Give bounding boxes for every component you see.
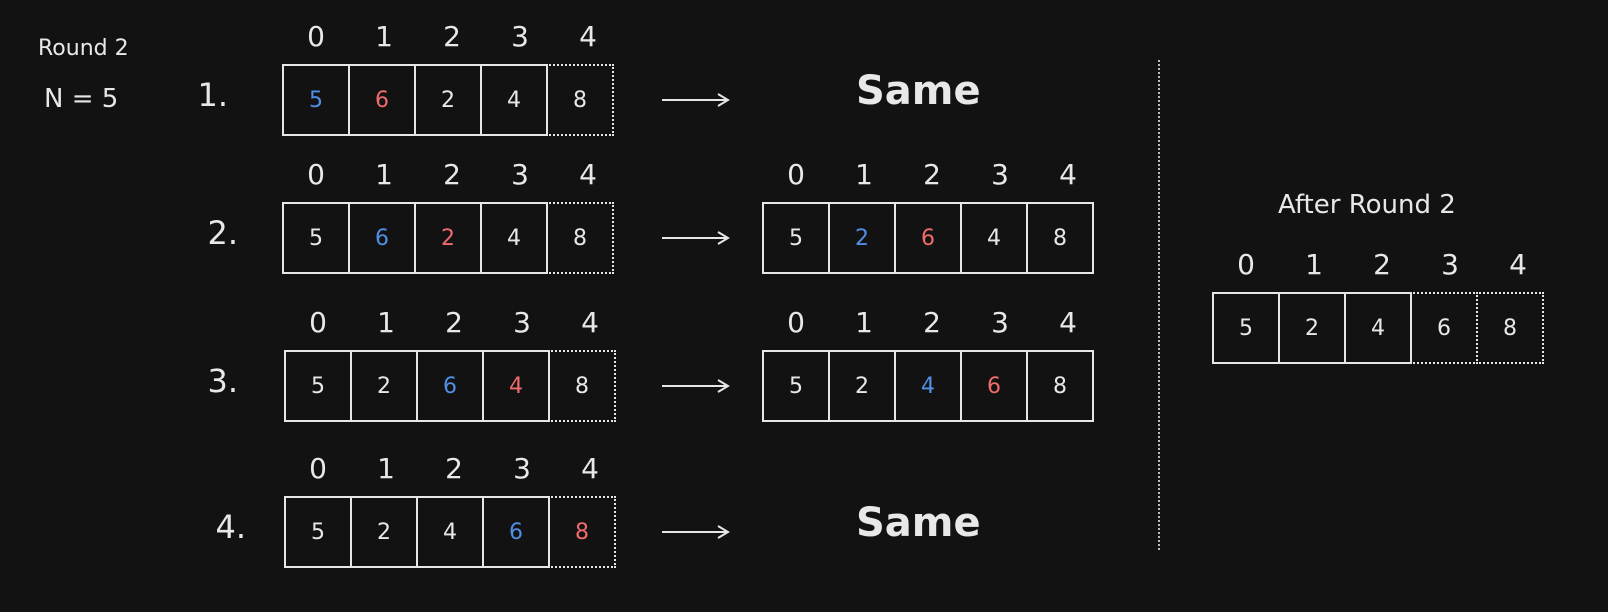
array-cell: 4: [1344, 292, 1412, 364]
array-cell: 4: [416, 496, 484, 568]
index-label: 3: [513, 452, 531, 485]
array-cell: 2: [350, 350, 418, 422]
index-label: 0: [307, 158, 325, 191]
n-label: N = 5: [44, 84, 119, 114]
array-cell: 6: [1410, 292, 1478, 364]
index-label: 0: [787, 158, 805, 191]
array-cell: 5: [284, 350, 352, 422]
array-cell: 8: [546, 202, 614, 274]
array-cell: 4: [960, 202, 1028, 274]
step-label: 2.: [207, 214, 238, 252]
array-cell: 5: [282, 202, 350, 274]
index-label: 0: [1237, 248, 1255, 281]
array-cell: 2: [828, 202, 896, 274]
index-label: 3: [1441, 248, 1459, 281]
index-label: 4: [581, 306, 599, 339]
array-cell: 4: [480, 202, 548, 274]
index-label: 4: [581, 452, 599, 485]
index-label: 4: [1059, 306, 1077, 339]
array-cell: 6: [416, 350, 484, 422]
array-cell: 4: [480, 64, 548, 136]
index-label: 0: [309, 306, 327, 339]
arrow-icon: [662, 525, 730, 539]
result-index-row: 0 1 2 3 4: [762, 158, 1102, 191]
index-label: 2: [445, 306, 463, 339]
section-divider: [1158, 60, 1160, 550]
index-label: 2: [1373, 248, 1391, 281]
index-label: 4: [579, 20, 597, 53]
index-label: 1: [377, 306, 395, 339]
after-index-row: 0 1 2 3 4: [1212, 248, 1552, 281]
index-label: 0: [787, 306, 805, 339]
index-row: 0 1 2 3 4: [284, 452, 624, 485]
arrow-icon: [662, 231, 730, 245]
index-label: 4: [1059, 158, 1077, 191]
index-label: 3: [513, 306, 531, 339]
index-label: 2: [923, 306, 941, 339]
array-cell: 6: [482, 496, 550, 568]
result-same-label: Same: [856, 68, 981, 114]
result-index-row: 0 1 2 3 4: [762, 306, 1102, 339]
array-cell: 2: [1278, 292, 1346, 364]
array-cell: 8: [1476, 292, 1544, 364]
step-label: 4.: [215, 508, 246, 546]
index-label: 4: [579, 158, 597, 191]
index-label: 2: [923, 158, 941, 191]
after-round-title: After Round 2: [1278, 190, 1456, 220]
index-label: 1: [375, 20, 393, 53]
array-cell: 2: [828, 350, 896, 422]
array-cell: 6: [960, 350, 1028, 422]
index-label: 1: [855, 306, 873, 339]
index-label: 0: [309, 452, 327, 485]
index-label: 4: [1509, 248, 1527, 281]
index-label: 1: [377, 452, 395, 485]
index-label: 1: [855, 158, 873, 191]
step-label: 1.: [197, 76, 228, 114]
array-cell: 5: [762, 350, 830, 422]
index-row: 0 1 2 3 4: [282, 20, 622, 53]
array-cell: 2: [350, 496, 418, 568]
index-label: 3: [511, 158, 529, 191]
index-label: 2: [443, 20, 461, 53]
arrow-icon: [662, 379, 730, 393]
index-label: 1: [1305, 248, 1323, 281]
array-cell: 5: [1212, 292, 1280, 364]
array-cell: 6: [348, 202, 416, 274]
result-same-label: Same: [856, 500, 981, 546]
index-label: 0: [307, 20, 325, 53]
index-label: 1: [375, 158, 393, 191]
array-cell: 6: [348, 64, 416, 136]
index-label: 2: [443, 158, 461, 191]
round-title: Round 2: [38, 36, 129, 61]
array-cell: 4: [482, 350, 550, 422]
index-row: 0 1 2 3 4: [282, 158, 622, 191]
array-cell: 5: [284, 496, 352, 568]
array-cell: 8: [548, 350, 616, 422]
index-label: 3: [991, 158, 1009, 191]
index-row: 0 1 2 3 4: [284, 306, 624, 339]
array-cell: 8: [546, 64, 614, 136]
array-cell: 6: [894, 202, 962, 274]
array-cell: 8: [1026, 350, 1094, 422]
index-label: 3: [511, 20, 529, 53]
array-cell: 8: [1026, 202, 1094, 274]
array-cell: 2: [414, 64, 482, 136]
index-label: 2: [445, 452, 463, 485]
arrow-icon: [662, 93, 730, 107]
array-cell: 5: [282, 64, 350, 136]
array-cell: 8: [548, 496, 616, 568]
step-label: 3.: [207, 362, 238, 400]
array-cell: 4: [894, 350, 962, 422]
array-cell: 2: [414, 202, 482, 274]
array-cell: 5: [762, 202, 830, 274]
index-label: 3: [991, 306, 1009, 339]
